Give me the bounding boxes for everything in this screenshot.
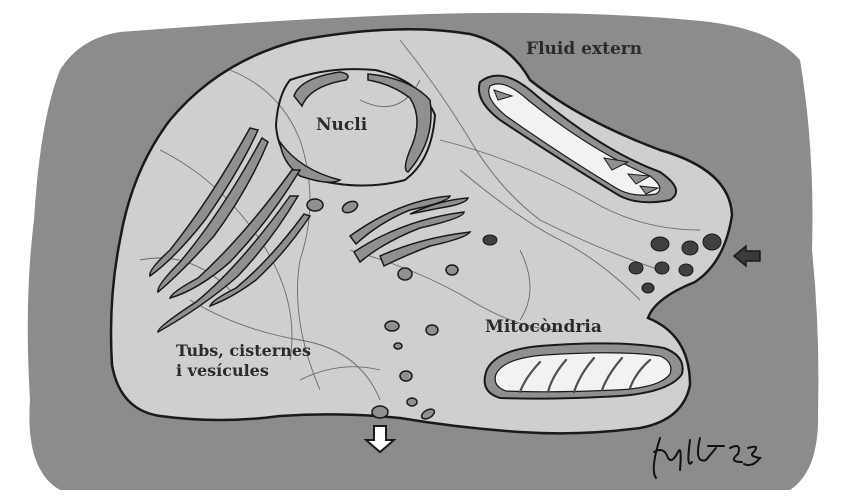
fluid-label: Fluid extern [526, 39, 642, 59]
tubes-label-line1: Tubs, cisternes [176, 341, 311, 360]
mitochondrion-bottom [485, 343, 683, 398]
tubes-label-line2: i vesícules [176, 361, 269, 380]
mitochondria-label: Mitocòndria [485, 317, 602, 337]
nucleus-label: Nucli [316, 115, 368, 135]
